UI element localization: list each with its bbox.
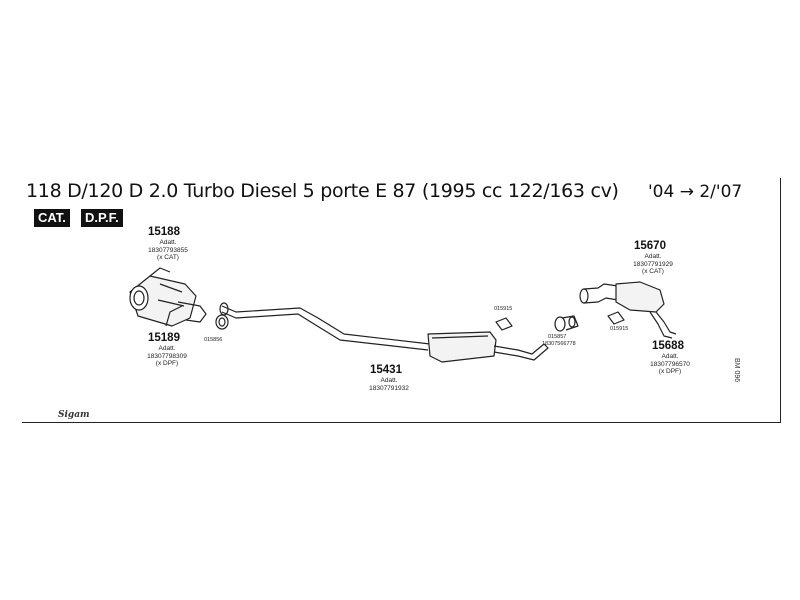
catalytic-converter	[129, 267, 207, 327]
part-015915-rear-label: 015915	[610, 326, 629, 332]
part-15670-details: Adatt. 18307791929 (x CAT)	[620, 253, 686, 276]
cat-badge: CAT.	[34, 209, 70, 227]
connector-015857	[554, 315, 579, 332]
part-15188-note: (x CAT)	[157, 254, 179, 261]
part-15688-number: 15688	[652, 340, 684, 352]
rear-silencer	[579, 281, 677, 339]
part-15189-details: Adatt. 18307798309 (x DPF)	[132, 345, 202, 368]
front-pipe	[219, 302, 431, 351]
part-015856-label: 015856	[204, 337, 223, 343]
part-15188-label: Adatt.	[159, 239, 177, 246]
clamp-015915	[495, 317, 513, 331]
part-15431-details: Adatt. 18307791932	[356, 377, 422, 392]
brand-logo: Sigam	[58, 410, 90, 420]
part-15188-number: 15188	[148, 226, 180, 238]
dpf-badge: D.P.F.	[81, 209, 123, 227]
part-15688-label: Adatt.	[661, 353, 679, 360]
part-15189-label: Adatt.	[158, 345, 176, 352]
date-range: '04 → 2/'07	[648, 182, 743, 202]
part-15188-details: Adatt. 18307793855 (x CAT)	[138, 239, 198, 262]
part-15431-label: Adatt.	[380, 377, 398, 384]
part-15688-note: (x DPF)	[658, 368, 682, 375]
center-silencer-15431	[427, 331, 549, 363]
gasket-015856	[215, 314, 229, 330]
part-015915-label: 015915	[494, 306, 513, 312]
part-15688-details: Adatt. 18307796570 (x DPF)	[634, 353, 706, 376]
part-015857-code: 18307566778	[542, 341, 576, 347]
part-15189-note: (x DPF)	[155, 360, 179, 367]
part-15688-code: 18307796570	[650, 360, 690, 368]
part-15431-number: 15431	[370, 364, 402, 376]
part-015857-label: 015857	[548, 334, 567, 340]
part-15189-number: 15189	[148, 332, 180, 344]
drawing-reference: BM 096	[733, 358, 740, 383]
diagram-frame	[22, 178, 781, 423]
part-15188-code: 18307793855	[148, 246, 188, 254]
part-15189-code: 18307798309	[147, 352, 187, 360]
part-15670-number: 15670	[634, 240, 666, 252]
part-15670-label: Adatt.	[644, 253, 662, 260]
part-15431-code: 18307791932	[369, 384, 409, 392]
part-15670-code: 18307791929	[633, 260, 673, 268]
part-15670-note: (x CAT)	[642, 268, 664, 275]
diagram-title: 118 D/120 D 2.0 Turbo Diesel 5 porte E 8…	[26, 180, 619, 202]
clamp-015915-rear	[607, 311, 625, 325]
